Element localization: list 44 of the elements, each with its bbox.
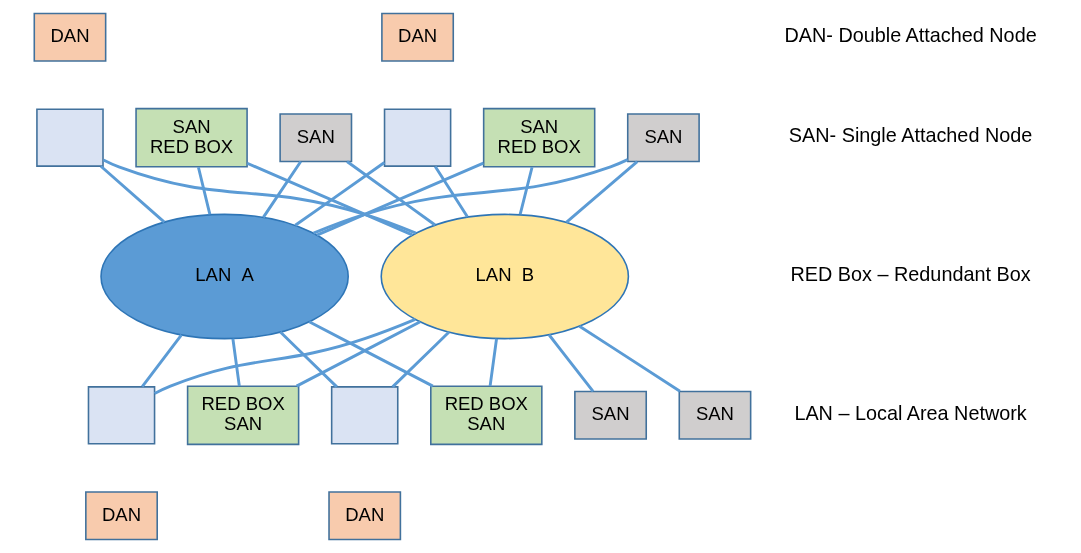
- label: SAN- Single Attached Node: [788, 124, 1033, 147]
- node-ellipse: LAN A: [100, 213, 349, 340]
- connector: [246, 161, 413, 237]
- connector: [141, 333, 183, 388]
- connector: [102, 158, 417, 235]
- label: DAN- Double Attached Node: [784, 23, 1037, 46]
- connector: [295, 320, 421, 388]
- node-box: RED BOX SAN: [430, 385, 543, 446]
- connector: [197, 166, 212, 215]
- node-box: SAN: [574, 390, 648, 440]
- node-box: SAN: [678, 390, 752, 440]
- connector: [153, 318, 416, 395]
- node-box: SAN: [279, 113, 353, 163]
- connector: [518, 166, 534, 215]
- connector: [231, 338, 241, 387]
- connector: [391, 330, 451, 388]
- label: LAN – Local Area Network: [794, 401, 1027, 424]
- node-box: DAN: [85, 491, 158, 541]
- node-box: [87, 386, 156, 445]
- connector: [346, 160, 436, 227]
- connector: [316, 161, 484, 237]
- node-box: [383, 108, 452, 167]
- node-box: SAN: [626, 113, 700, 163]
- node-box: DAN: [328, 491, 402, 541]
- connector: [434, 165, 469, 218]
- connector: [99, 165, 166, 224]
- node-box: DAN: [33, 12, 107, 62]
- connector: [279, 330, 338, 388]
- connector: [294, 161, 386, 227]
- connector: [262, 160, 302, 219]
- label: RED Box – Redundant Box: [790, 263, 1031, 286]
- node-box: SAN RED BOX: [482, 107, 596, 168]
- node-box: RED BOX SAN: [186, 385, 300, 446]
- node-box: [36, 108, 104, 167]
- node-box: SAN RED BOX: [135, 107, 248, 168]
- node-box: [330, 386, 399, 445]
- connector: [313, 158, 629, 235]
- connector: [565, 160, 639, 224]
- connector: [547, 333, 595, 393]
- connector: [488, 338, 498, 387]
- connector: [308, 320, 434, 388]
- node-ellipse: LAN B: [380, 213, 630, 340]
- node-box: DAN: [381, 12, 455, 62]
- connector: [578, 324, 681, 393]
